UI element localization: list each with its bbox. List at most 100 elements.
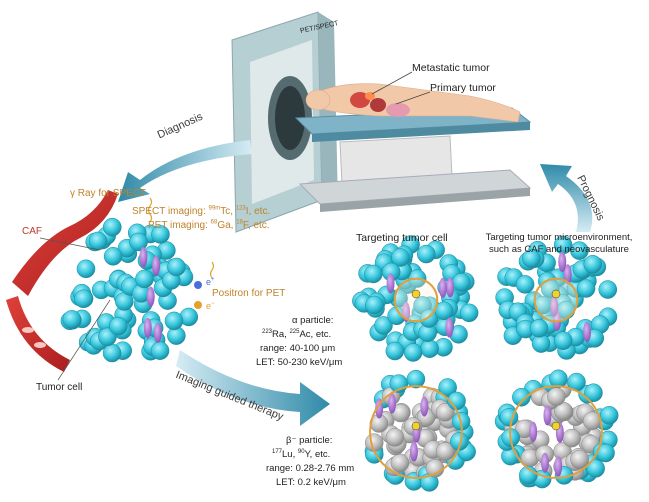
tumor-cell-sphere [150,341,170,360]
caf-cell [445,317,454,338]
tumor-cell-sphere [598,280,618,299]
caf-cell [582,322,591,343]
tumor-cell-sphere [135,269,154,289]
caf-cell [543,405,552,426]
tumor-cell-label: Tumor cell [36,382,83,393]
tumor-cell-sphere [599,406,619,425]
radiation-range-ring [369,385,463,479]
tumor-cell-sphere [76,259,96,279]
caf-cell [146,286,155,307]
caf-cell [558,251,567,272]
patient-figure [305,83,521,123]
tumor-cell-sphere [103,247,123,266]
tumor-cell-sphere [570,449,589,469]
beta-particle-info: β⁻ particle: 177Lu, 90Y, etc. range: 0.2… [266,434,354,490]
caf-cell [152,255,161,276]
pet-wave [209,261,215,279]
positron-dot [194,281,202,289]
tumor-cell-sphere [74,289,93,309]
tumor-cell-sphere [364,264,383,284]
radiation-range-ring [509,385,603,479]
tumor-cell-sphere [62,310,82,329]
tumor-cell-sphere [365,295,384,315]
caf-cell [143,317,152,338]
alpha-title: α particle: [292,315,334,326]
caf-cell [386,273,395,294]
radionuclide-icon [551,421,561,431]
targeting-microenvironment-label: Targeting tumor microenvironment,such as… [485,232,633,255]
gamma-ray-label: γ Ray for SPECT [70,188,147,199]
tumor-alpha-tumor-cell [352,235,479,362]
e-plus-label: e+ [206,277,215,287]
caf-cell [153,322,162,343]
tumor-cell-sphere [452,273,471,292]
tumor-cell-sphere [385,428,405,447]
caf-cell [541,452,550,473]
pet-imaging-label: PET imaging: 68Ga, 18F, etc. [148,219,270,231]
tumor-cell-sphere [403,343,423,362]
prognosis-arrow [540,164,593,232]
caf-cell [409,441,418,462]
tumor-cell-sphere [549,369,568,389]
beta-let: LET: 0.2 keV/μm [276,477,346,488]
tumor-cell-sphere [164,311,184,331]
alpha-range: range: 40-100 μm [260,343,336,354]
tumor-cell-sphere [459,303,479,323]
caf-cell [529,421,538,442]
caf-cell [388,393,397,414]
radionuclide-icon [551,289,561,299]
tumor-cell-sphere [553,331,573,350]
tumor-cell-sphere [547,387,566,406]
beta-title: β⁻ particle: [286,435,333,446]
tumor-cell-sphere [109,316,128,336]
tumor-cell-sphere [88,231,108,251]
pet-spect-scanner [231,11,532,233]
caf-cell [563,264,572,285]
caf-cell [420,396,429,417]
tumor-cell-sphere [416,244,436,264]
therapy-arrow [176,350,330,426]
beta-isotopes: 177Lu, 90Y, etc. [272,448,331,460]
metastatic-leader-line [371,71,413,95]
tumor-cell-sphere [385,341,405,361]
tumor-alpha-microenvironment [495,235,618,360]
tumor-beta-tumor-cell [364,369,476,492]
primary-tumor-label: Primary tumor [430,82,496,94]
tumor-cell-sphere [529,319,549,338]
radiation-range-ring [533,277,579,323]
tumor-cell-sphere [512,387,531,407]
tumor-beta-microenvironment [494,369,619,489]
radionuclide-icon [411,421,421,431]
spect-imaging-label: SPECT imaging: 99mTc, 123I, etc. [132,205,271,217]
tumor-cell-sphere [562,428,581,448]
caf-cell [139,247,148,268]
tumor-cell-leader-line [57,299,111,381]
alpha-particle-info: α particle: 223Ra, 225Ac, etc. range: 40… [256,314,342,370]
metastatic-tumor-label: Metastatic tumor [412,62,490,74]
tumor-cell-sphere [103,217,122,237]
gamma-ray-wave [147,197,153,223]
caf-cell [550,296,559,317]
caf-cell [554,456,563,477]
tumor-cell-sphere [390,453,410,473]
diagnosis-arrow [118,140,252,202]
left-tumor-cluster [60,217,199,363]
tumor-cell-sphere [515,275,535,294]
tumor-cell-sphere [167,257,186,277]
radiation-range-ring [393,277,439,323]
electron-dot [194,301,202,309]
positron-label: Positron for PET [212,288,286,299]
tumor-cell-sphere [583,255,603,274]
beta-range: range: 0.28-2.76 mm [266,463,355,474]
caf-cell [446,277,455,298]
caf-leader-line [39,237,101,251]
tumor-cell-sphere [576,279,596,298]
alpha-let: LET: 50-230 keV/μm [256,357,343,368]
tumor-cell-sphere [420,339,439,358]
caf-cell [438,277,447,298]
primary-leader-line [395,91,431,105]
e-minus-label: e− [206,301,215,311]
targeting-tumor-cell-label: Targeting tumor cell [356,232,448,244]
caf-label: CAF [22,226,42,237]
